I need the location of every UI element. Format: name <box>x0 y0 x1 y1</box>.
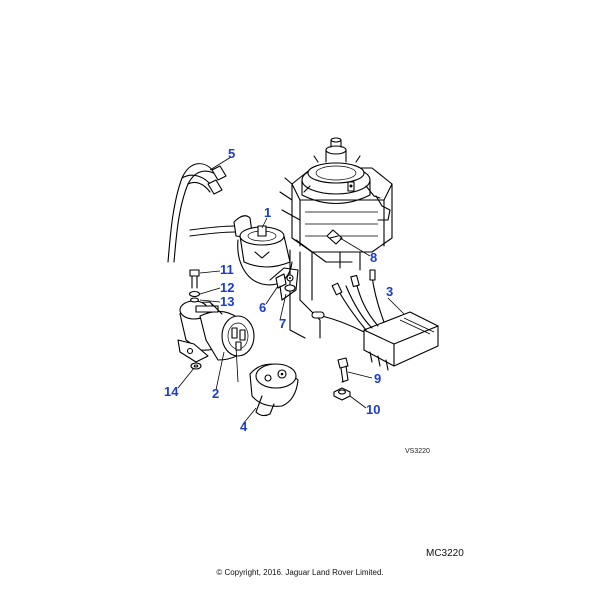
washer-illustration-14 <box>190 362 202 370</box>
callout-14: 14 <box>164 384 179 399</box>
callout-4: 4 <box>240 419 248 434</box>
copyright-notice: © Copyright, 2016. Jaguar Land Rover Lim… <box>216 568 383 577</box>
bolt-washers-illustration-11-13 <box>188 269 201 303</box>
callout-6: 6 <box>259 300 266 315</box>
callout-11: 11 <box>220 262 234 277</box>
callout-2: 2 <box>212 386 219 401</box>
callout-3: 3 <box>386 284 393 299</box>
ignition-coil-illustration-lower <box>177 300 255 363</box>
drawing-code: VS3220 <box>405 448 430 455</box>
figure-reference: MC3220 <box>426 548 464 559</box>
distributor-illustration <box>301 137 381 204</box>
harness-lead-illustration <box>167 163 253 263</box>
callout-9: 9 <box>374 371 381 386</box>
leader-lines <box>177 156 405 425</box>
ignition-module-illustration <box>311 269 439 371</box>
callout-7: 7 <box>279 316 286 331</box>
callout-labels: 5 1 8 11 12 3 13 6 7 9 14 2 10 4 <box>164 146 393 434</box>
callout-5: 5 <box>228 146 235 161</box>
ignition-coil-illustration-upper <box>237 225 299 301</box>
callout-8: 8 <box>370 250 377 265</box>
bolt-washer-illustration-6-7 <box>275 273 296 301</box>
callout-10: 10 <box>366 402 380 417</box>
nut-illustration-10 <box>333 387 351 401</box>
callout-1: 1 <box>264 205 271 220</box>
screw-illustration-9 <box>337 357 349 383</box>
coil-cover-illustration <box>249 363 299 417</box>
callout-12: 12 <box>220 280 234 295</box>
clip-illustration-8 <box>326 229 343 245</box>
callout-13: 13 <box>220 294 234 309</box>
engine-block-illustration <box>279 167 393 339</box>
